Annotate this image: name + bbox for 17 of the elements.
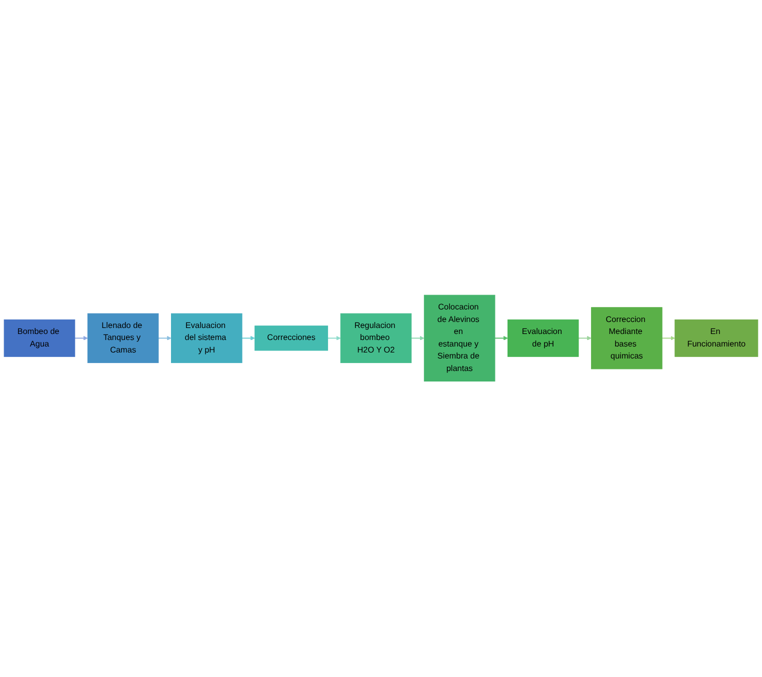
arrow — [494, 336, 508, 341]
node-box: Correccion Mediante bases quimicas — [591, 307, 662, 370]
node-box: Correcciones — [254, 326, 328, 352]
arrow — [328, 336, 341, 341]
node-box: En Funcionamiento — [674, 320, 758, 358]
node-box: Colocacion de Alevinos en estanque y Siembra de plantas — [424, 295, 496, 382]
node-box: Llenado de Tanques y Camas — [87, 314, 159, 364]
arrow — [74, 336, 88, 341]
arrow — [578, 336, 592, 341]
arrow — [158, 336, 172, 341]
node-box: Evaluacion del sistema y pH — [171, 314, 242, 364]
node-box: Regulacion bombeo H2O Y O2 — [340, 314, 412, 364]
node-box: Evaluacion de pH — [508, 320, 579, 358]
arrow — [242, 336, 256, 341]
arrow — [411, 336, 424, 341]
node-box: Bombeo de Agua — [4, 320, 76, 358]
arrow — [662, 336, 676, 341]
